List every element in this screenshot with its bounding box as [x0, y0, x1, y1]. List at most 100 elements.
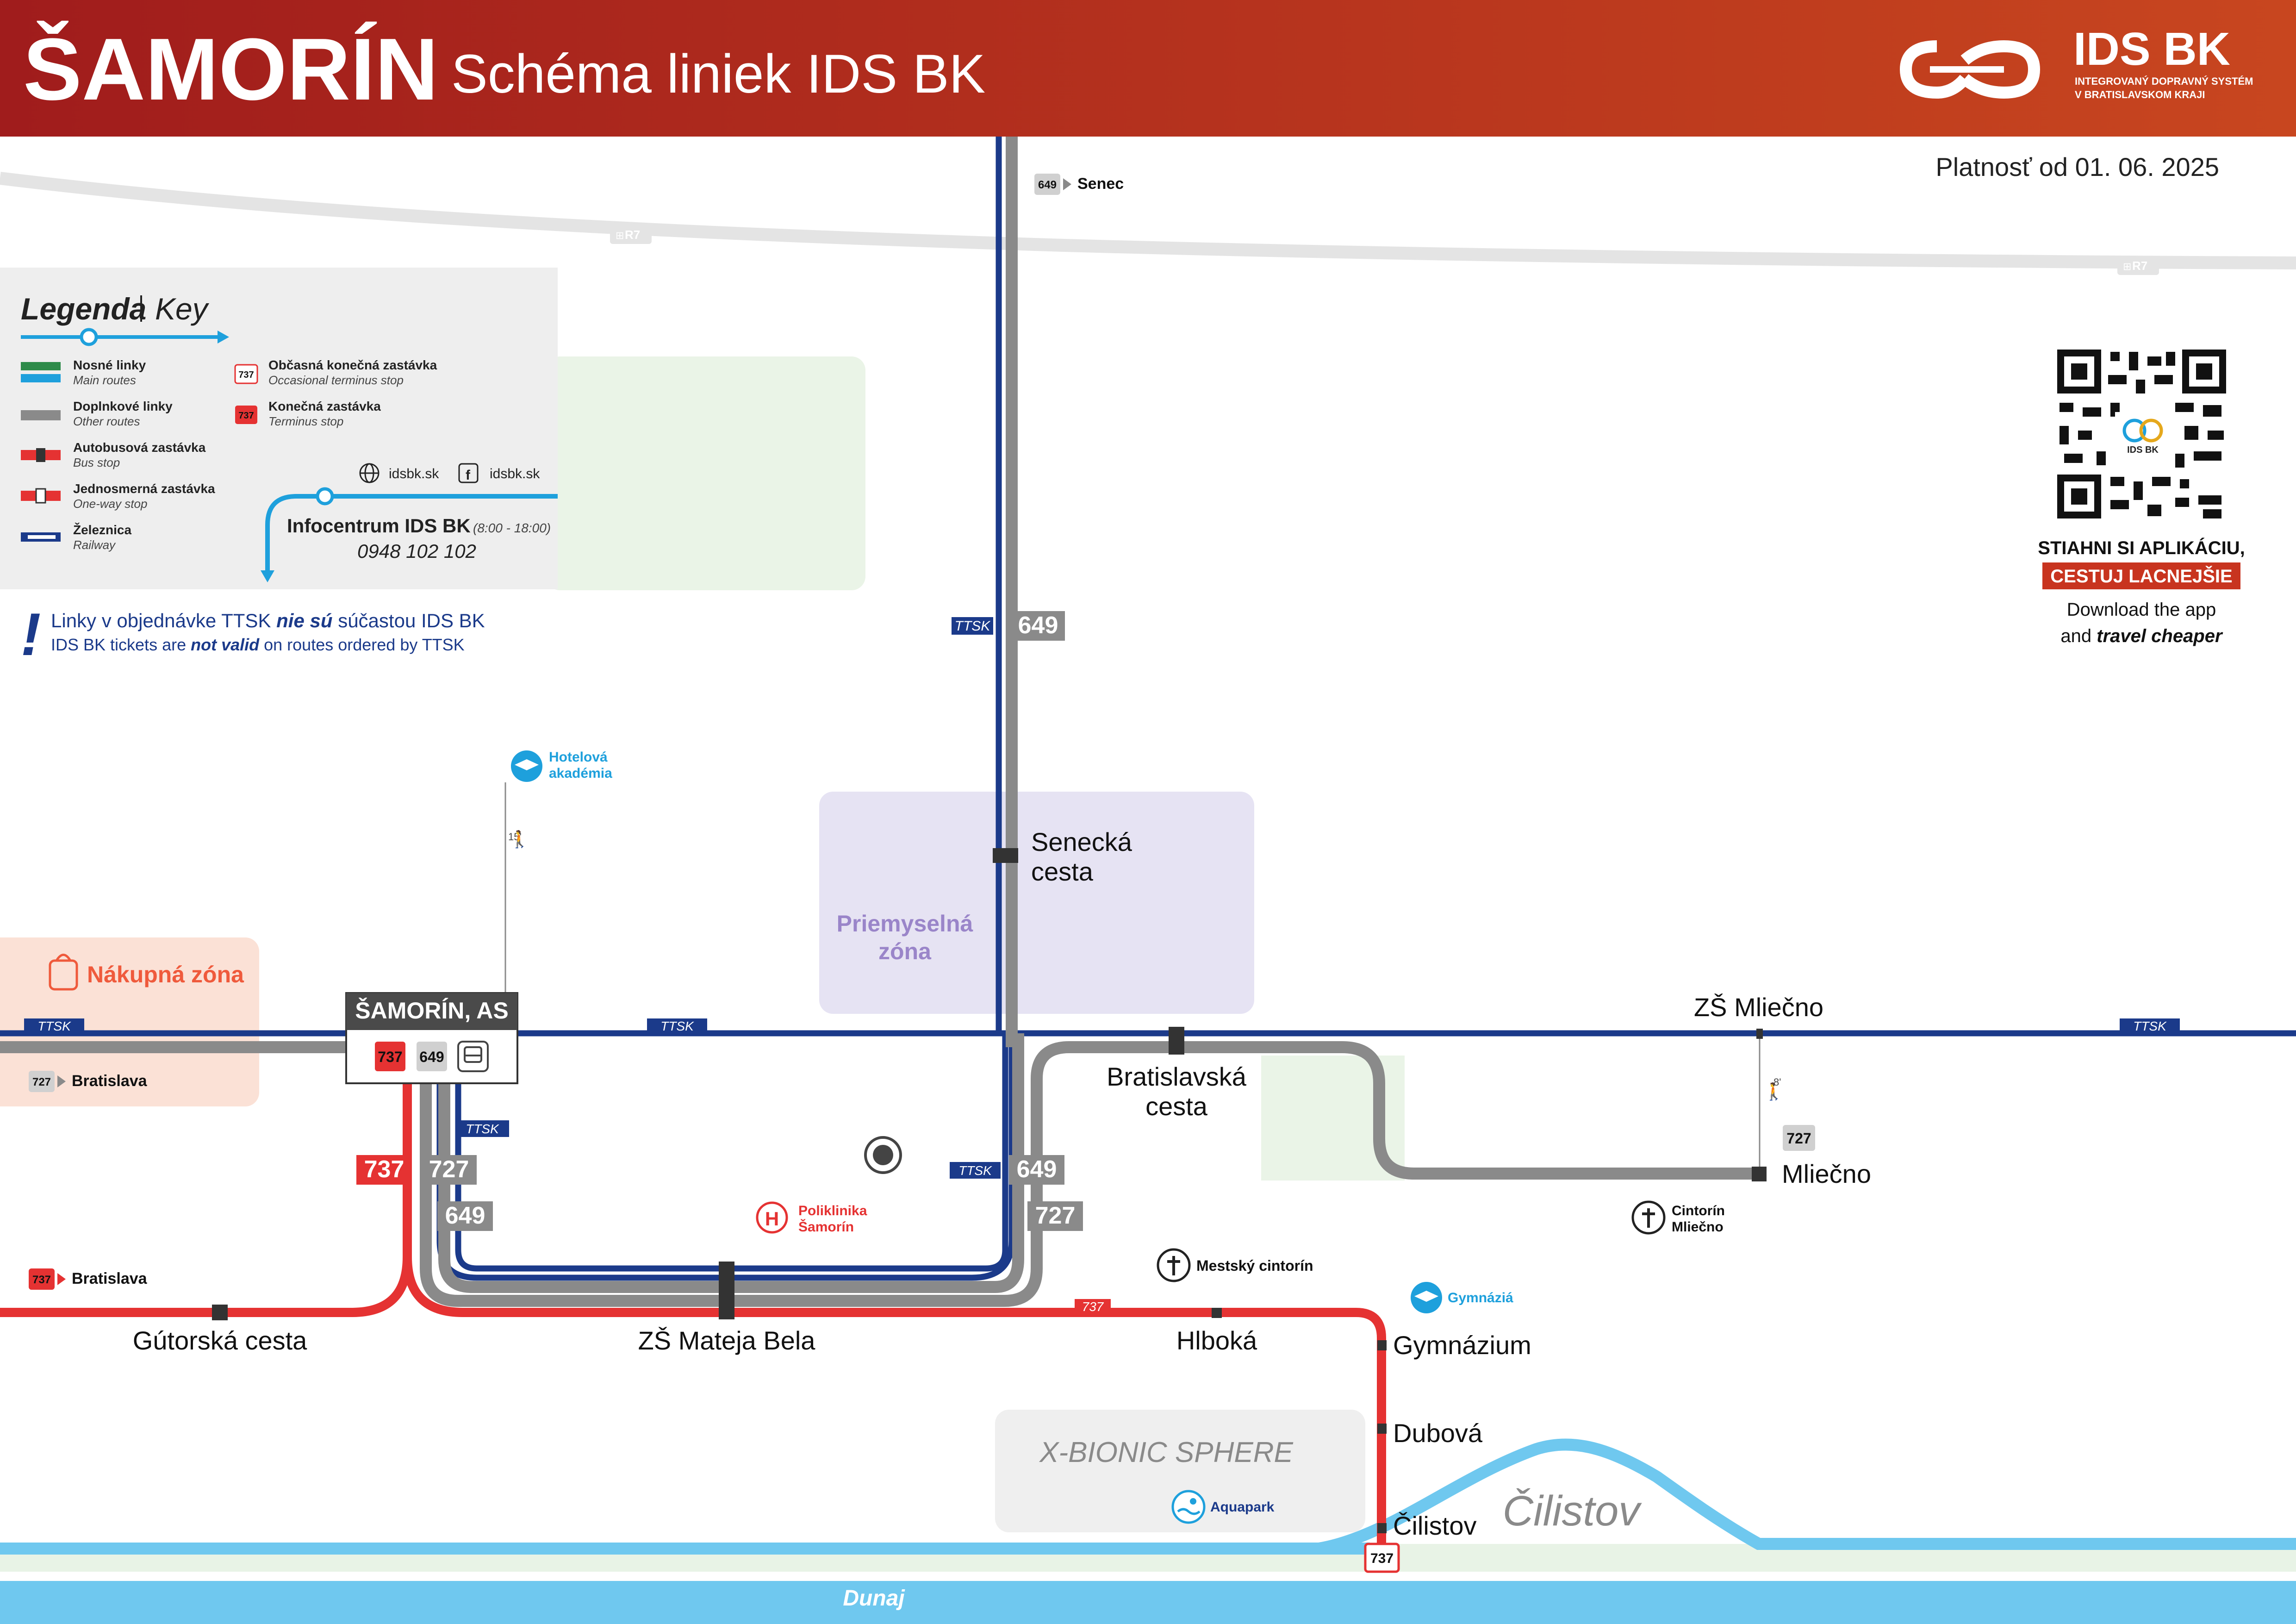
ttsk-tag-mid-label: TTSK — [660, 1019, 694, 1033]
legend-infocentrum: Infocentrum IDS BK — [287, 515, 471, 537]
ttsk-notice: ! Linky v objednávke TTSK nie sú súčasto… — [21, 600, 485, 668]
stop-bratislavska-cesta[interactable] — [1169, 1027, 1184, 1055]
brand-tagline-1: INTEGROVANÝ DOPRAVNÝ SYSTÉM — [2075, 75, 2253, 87]
line-tag-737-small — [1075, 1299, 1111, 1315]
line-tag-649-hub-label: 649 — [445, 1202, 485, 1229]
legend-occasional-en: Occasional terminus stop — [268, 373, 404, 387]
svg-text:f: f — [466, 468, 471, 483]
line-tag-649-north-label: 649 — [1018, 612, 1058, 639]
dest-bratislava-737-line: 737 — [32, 1274, 51, 1286]
swimming-icon — [1171, 1490, 1206, 1524]
line-tag-737-small-label: 737 — [1082, 1299, 1104, 1314]
dest-bratislava-727[interactable]: 727 Bratislava — [29, 1071, 148, 1092]
line-tag-649-hub — [437, 1201, 493, 1231]
poi-cintorin-mliecno-label-2: Mliečno — [1672, 1219, 1724, 1235]
stop-bratislavska-label-2: cesta — [1145, 1092, 1208, 1121]
svg-text:⊞: ⊞ — [2123, 261, 2131, 272]
hospital-icon: H — [756, 1201, 788, 1234]
legend-other-routes-en: Other routes — [73, 414, 140, 428]
shopping-bag-icon — [49, 954, 78, 991]
stop-gutorska-label: Gútorská cesta — [133, 1326, 307, 1355]
hub-name: ŠAMORÍN, AS — [355, 997, 509, 1024]
poi-gymnazia-label: Gymnáziá — [1448, 1290, 1513, 1305]
ttsk-tag-east — [2120, 1018, 2180, 1034]
cemetery-cross-icon — [1157, 1248, 1191, 1282]
hub-terminus-649 — [417, 1042, 447, 1071]
ttsk-tag-east-vertical — [950, 1162, 1001, 1179]
dest-bratislava-727-label: Bratislava — [72, 1072, 148, 1090]
app-cta-highlight — [2042, 562, 2240, 589]
stop-senecka-cesta[interactable] — [993, 848, 1018, 863]
stop-zs-mliecno[interactable] — [1756, 1029, 1763, 1039]
legend-title-en: Key — [155, 292, 210, 326]
legend-main-routes: Nosné linky — [73, 358, 146, 372]
poi-poliklinika-label-2: Šamorín — [798, 1219, 854, 1235]
xbionic-area — [995, 1410, 1365, 1532]
poi-hotel-label-2: akadémia — [549, 766, 612, 781]
validity-date: Platnosť od 01. 06. 2025 — [1935, 152, 2219, 181]
legend-bus-stop: Autobusová zastávka — [73, 440, 206, 455]
legend-panel: Legenda Key Nosné linky Main routes Dopl… — [0, 268, 558, 589]
poi-aquapark-label: Aquapark — [1210, 1499, 1275, 1515]
hub-samorin-as[interactable]: ŠAMORÍN, AS 737 649 — [345, 992, 518, 1084]
mliecno-terminus-727-label: 727 — [1786, 1130, 1811, 1147]
stop-gutorska-cesta[interactable] — [212, 1305, 228, 1320]
dest-senec[interactable]: 649 Senec — [1034, 174, 1124, 195]
walk-hotel-time: 15' — [508, 831, 522, 843]
dest-bratislava-737[interactable]: 737 Bratislava — [29, 1268, 148, 1290]
r7-shield-2: R7 ⊞ — [2117, 256, 2159, 275]
legend-web-1[interactable]: idsbk.sk — [389, 466, 439, 481]
app-cta-line-4: and travel cheaper — [2060, 626, 2223, 646]
stop-dubova[interactable] — [1377, 1424, 1387, 1434]
legend-infocentrum-hours: (8:00 - 18:00) — [473, 521, 551, 535]
xbionic-label: X-BIONIC SPHERE — [1039, 1437, 1293, 1468]
highway-r7 — [0, 172, 2296, 269]
industrial-zone-label-1: Priemyselná — [837, 911, 973, 937]
mliecno-terminus-727 — [1783, 1125, 1815, 1151]
page-subtitle: Schéma liniek IDS BK — [451, 44, 985, 105]
r7-label-1: R7 — [625, 228, 640, 242]
legend-terminus: Konečná zastávka — [268, 399, 381, 413]
line-tag-649-north — [1012, 611, 1065, 641]
line-tag-727-east — [1027, 1201, 1083, 1231]
cilistov-terminus-737-label: 737 — [1370, 1551, 1394, 1566]
route-649-inner — [438, 1033, 1024, 1293]
stop-gymnazium[interactable] — [1377, 1340, 1387, 1350]
poi-poliklinika-label-1: Poliklinika — [798, 1203, 867, 1218]
stop-mliecno[interactable] — [1752, 1167, 1767, 1181]
stop-bratislavska-label-1: Bratislavská — [1107, 1062, 1247, 1091]
legend-railway: Železnica — [73, 523, 131, 537]
industrial-zone-label-2: zóna — [878, 938, 932, 964]
hub-terminus-737-label: 737 — [378, 1049, 402, 1065]
stop-cilistov[interactable] — [1377, 1523, 1387, 1533]
landmark-target-icon — [864, 1136, 902, 1174]
ttsk-tag-hub-label: TTSK — [466, 1122, 499, 1136]
ttsk-tag-west — [24, 1018, 84, 1034]
legend-other-routes-swatch — [21, 410, 61, 420]
qr-code[interactable]: IDS BK — [2057, 350, 2226, 518]
ids-bk-logo-icon — [1899, 40, 2041, 99]
shopping-zone-area — [0, 937, 259, 1106]
route-737 — [0, 1047, 1386, 1546]
line-tag-727-hub — [421, 1155, 477, 1185]
header-bar — [0, 0, 2296, 137]
stop-gymnazium-label: Gymnázium — [1393, 1330, 1531, 1360]
qr-logo-label: IDS BK — [2127, 445, 2159, 455]
stop-hlboka-label: Hlboká — [1176, 1326, 1257, 1355]
line-tag-649-east-label: 649 — [1017, 1156, 1057, 1183]
r7-shield-1: R7 ⊞ — [610, 225, 652, 244]
brand-tagline-2: V BRATISLAVSKOM KRAJI — [2075, 89, 2205, 100]
legend-web-2[interactable]: idsbk.sk — [490, 466, 540, 481]
stop-zs-mateja-bela[interactable] — [719, 1262, 734, 1319]
route-649-loop — [436, 1033, 1015, 1281]
ttsk-tag-east-label: TTSK — [2133, 1019, 2167, 1033]
legend-other-routes: Doplnkové linky — [73, 399, 173, 413]
ttsk-tag-west-label: TTSK — [37, 1019, 71, 1033]
hub-terminus-649-label: 649 — [419, 1049, 444, 1065]
legend-main-routes-en: Main routes — [73, 373, 136, 387]
stop-cilistov-label: Čilistov — [1393, 1511, 1476, 1540]
stop-hlboka[interactable] — [1212, 1308, 1222, 1318]
ttsk-tag-north — [952, 617, 993, 635]
svg-text:H: H — [765, 1208, 779, 1230]
legend-phone[interactable]: 0948 102 102 — [357, 540, 476, 562]
